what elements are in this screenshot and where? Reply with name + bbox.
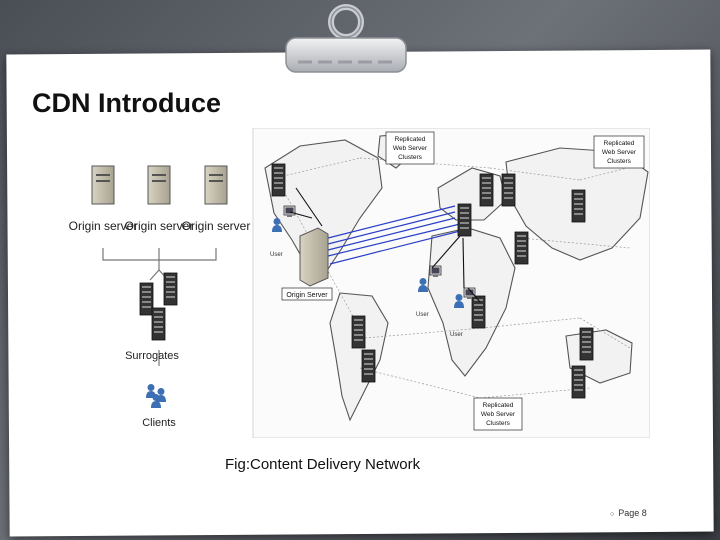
binder-clip-icon [285,4,407,73]
svg-text:Replicated: Replicated [483,402,514,409]
connector-lines [102,248,217,366]
page-footer: ○Page 8 [610,508,647,518]
origin-server-icon [91,165,115,205]
svg-text:User: User [270,252,283,258]
clients-label: Clients [142,417,176,429]
clients-icon [146,384,166,408]
replicated-cluster-label: Replicated Web Server Clusters [385,131,435,165]
svg-text:Replicated: Replicated [604,140,635,147]
replicated-cluster-label: Replicated Web Server Clusters [593,135,645,169]
origin-server-icon [204,165,228,205]
africa-shape [427,227,516,377]
surrogates-label: Surrogates [125,350,179,362]
request-arrows [289,187,481,303]
user-icon: User [416,265,442,318]
replicated-cluster-label: Replicated Web Server Clusters [473,397,523,431]
world-map: User User User Origin Server [252,128,650,438]
user-icon: User [270,205,296,258]
svg-text:User: User [416,312,429,318]
svg-text:Web Server: Web Server [602,149,637,156]
svg-text:User: User [450,332,463,338]
surrogate-server-icon [139,272,178,341]
origin-server-label: Origin server [125,219,194,233]
svg-text:Web Server: Web Server [393,145,428,152]
user-icon: User [450,287,476,338]
origin-server-label: Origin server [69,219,138,233]
north-america-shape [264,139,383,279]
svg-text:Replicated: Replicated [395,136,426,143]
svg-text:Clusters: Clusters [607,158,632,165]
cdn-diagram: Origin server Origin server Origin serve… [60,128,650,438]
bullet-icon: ○ [610,511,615,518]
svg-text:Clusters: Clusters [398,154,423,161]
origin-server-box: Origin Server [281,227,333,301]
origin-server-label: Origin server [182,219,251,233]
svg-text:Clusters: Clusters [486,420,511,427]
origin-server-icon [147,165,171,205]
page-number: Page 8 [618,508,647,518]
page-title: CDN Introduce [32,88,221,118]
svg-text:Origin Server: Origin Server [286,292,328,299]
figure-caption: Fig:Content Delivery Network [225,456,421,473]
svg-text:Web Server: Web Server [481,411,516,418]
left-panel: Origin server Origin server Origin serve… [69,165,251,429]
replication-links [327,205,465,265]
south-america-shape [329,292,389,422]
